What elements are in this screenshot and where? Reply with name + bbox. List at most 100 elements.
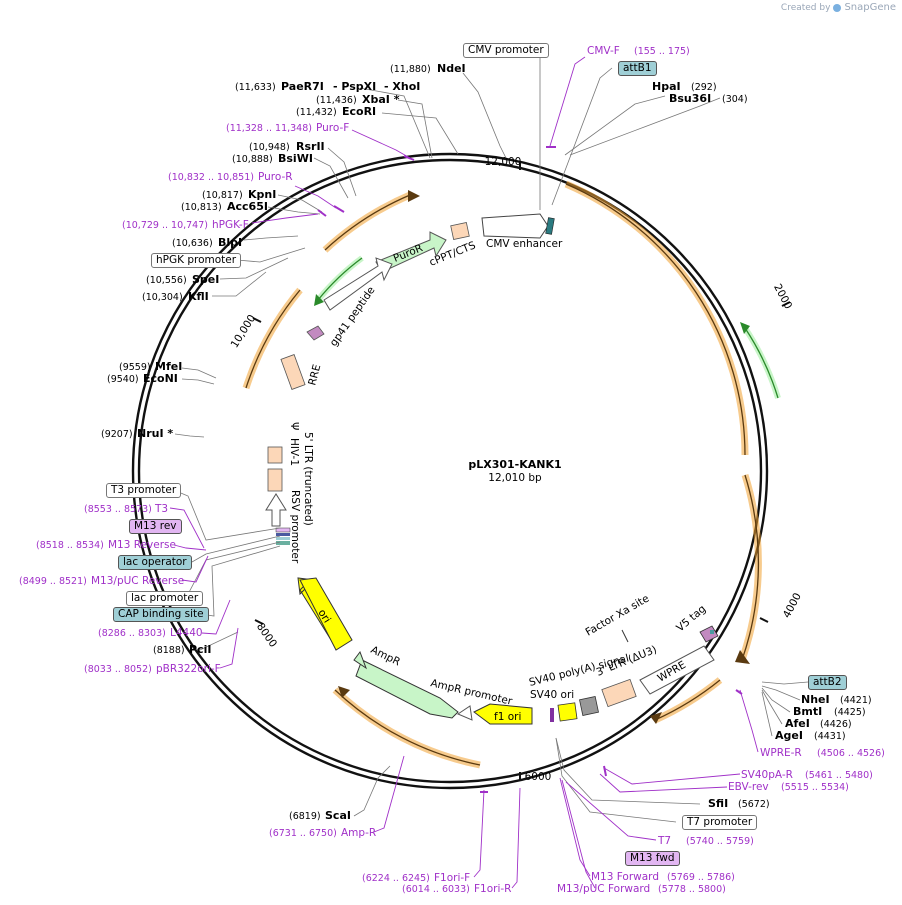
label-m13-rev: M13 rev: [129, 519, 182, 534]
label-lac-operator: lac operator: [118, 555, 192, 570]
enzyme-name-blpi: BlpI: [218, 236, 242, 249]
primer-pos-m13fwd: (5769 .. 5786): [667, 872, 735, 883]
primer-name-m13pucrev: M13/pUC Reverse: [91, 575, 184, 587]
enzyme-pos-mfei: (9559): [119, 362, 151, 373]
enzyme-name-afei: AfeI: [785, 717, 810, 730]
enzyme-name-kpni: KpnI: [248, 188, 276, 201]
enzyme-name-paer7i: PaeR7I: [281, 80, 324, 93]
enzyme-pos-acc65i: (10,813): [181, 202, 222, 213]
primer-pos-hpgkf: (10,729 .. 10,747): [122, 220, 208, 231]
enzyme-name-ecori: EcoRI: [342, 105, 376, 118]
enzyme-name-bsiwi: BsiWI: [278, 152, 313, 165]
enzyme-name-nhei: NheI: [801, 693, 830, 706]
enzyme-name-spei: SpeI: [192, 273, 219, 286]
primer-pos-sv40par: (5461 .. 5480): [805, 770, 873, 781]
feature-label-sv40-ori: SV40 ori: [530, 689, 574, 701]
primer-pos-m13pucrev: (8499 .. 8521): [19, 576, 87, 587]
label-attb1: attB1: [618, 61, 657, 76]
primer-pos-t7: (5740 .. 5759): [686, 836, 754, 847]
enzyme-name-xbai: XbaI *: [362, 93, 400, 106]
feature-label-v5tag: V5 tag: [674, 603, 708, 634]
enzyme-pos-ecori: (11,432): [296, 107, 337, 118]
primer-name-hpgkf: hPGK-F: [212, 219, 249, 231]
enzyme-pos-paer7i: (11,633): [235, 82, 276, 93]
label-t3-promoter: T3 promoter: [106, 483, 182, 498]
primer-pos-t3: (8553 .. 8573): [84, 504, 152, 515]
primer-pos-ampr: (6731 .. 6750): [269, 828, 337, 839]
primer-name-purof: Puro-F: [316, 122, 349, 134]
enzyme-labels: (11,880) NdeI (11,633) PaeR7I - PspXI - …: [101, 62, 872, 822]
primer-labels: CMV-F (155 .. 175) (11,328 .. 11,348) Pu…: [19, 45, 885, 895]
feature-label-hiv1: HIV-1: [288, 438, 300, 466]
tick-4000: 4000: [759, 591, 804, 623]
enzyme-name-hpai: HpaI: [652, 80, 681, 93]
primer-pos-f1orir: (6014 .. 6033): [402, 884, 470, 895]
svg-text:6000: 6000: [525, 771, 552, 783]
enzyme-name-pcii: PciI: [189, 643, 211, 656]
feature-factor-xa: Factor Xa site: [584, 592, 652, 643]
backbone-outer: [131, 152, 769, 790]
primer-name-ampr: Amp-R: [341, 827, 376, 839]
primer-pos-purof: (11,328 .. 11,348): [226, 123, 312, 134]
enzyme-name-agei: AgeI: [775, 729, 803, 742]
enzyme-pos-nrui: (9207): [101, 429, 133, 440]
primer-name-f1orir: F1ori-R: [474, 883, 511, 895]
primer-pos-cmvf: (155 .. 175): [634, 46, 690, 57]
svg-text:4000: 4000: [781, 591, 804, 620]
primer-name-m13rev: M13 Reverse: [108, 539, 176, 551]
feature-v5tag: V5 tag: [674, 603, 719, 643]
backbone-inner: [137, 158, 763, 784]
primer-pos-l4440: (8286 .. 8303): [98, 628, 166, 639]
primer-name-m13pucfwd: M13/pUC Forward: [557, 883, 650, 895]
feature-label-rre: RRE: [306, 363, 323, 387]
svg-text:10,000: 10,000: [229, 313, 259, 351]
enzyme-pos-blpi: (10,636): [172, 238, 213, 249]
tick-10000: 10,000: [229, 313, 262, 351]
feature-label-puror: PuroR: [392, 242, 425, 265]
primer-name-l4440: L4440: [170, 627, 203, 639]
snapgene-logo-icon: [833, 3, 842, 12]
feature-label-factor-xa: Factor Xa site: [584, 592, 652, 638]
enzyme-pos-pcii: (8188): [153, 645, 185, 656]
tick-12000: 12,000: [485, 156, 522, 170]
enzyme-name-ndei: NdeI: [437, 62, 466, 75]
primer-pos-m13rev: (8518 .. 8534): [36, 540, 104, 551]
snapgene-credit: Created by SnapGene: [781, 2, 896, 13]
feature-rsv-arrow: [265, 493, 291, 545]
primer-name-puror: Puro-R: [258, 171, 293, 183]
green-arcs: [314, 255, 781, 399]
primer-name-f1orif: F1ori-F: [434, 872, 470, 884]
enzyme-pos-econi: (9540): [107, 374, 139, 385]
enzyme-pos-agei: (4431): [814, 731, 846, 742]
orf-arc-top-left: [322, 191, 412, 253]
primer-name-sv40par: SV40pA-R: [741, 769, 793, 781]
feature-5ltr: Ψ HIV-1 5' LTR (truncated) RSV promoter: [267, 422, 314, 564]
primer-name-cmvf: CMV-F: [587, 45, 620, 57]
primer-name-wprer: WPRE-R: [760, 747, 802, 759]
enzyme-pos-hpai: (292): [691, 82, 717, 93]
primer-pos-pbr322: (8033 .. 8052): [84, 664, 152, 675]
enzyme-name-bsu36i: Bsu36I: [669, 92, 711, 105]
plasmid-size: 12,010 bp: [488, 472, 542, 484]
credit-prefix: Created by: [780, 2, 831, 13]
enzyme-name-econi: EcoNI: [143, 372, 178, 385]
enzyme-name-scai: ScaI: [325, 809, 351, 822]
enzyme-pos-ndei: (11,880): [390, 64, 431, 75]
enzyme-name-rsrii: RsrII: [296, 140, 325, 153]
label-m13-fwd: M13 fwd: [625, 851, 680, 866]
feature-ori: ori: [297, 577, 353, 651]
enzyme-name-kfli: KflI: [188, 290, 209, 303]
feature-label-ampr: AmpR: [369, 644, 402, 669]
enzyme-pos-sfii: (5672): [738, 799, 770, 810]
enzyme-pos-scai: (6819): [289, 811, 321, 822]
svg-text:12,000: 12,000: [485, 156, 522, 168]
enzyme-pos-kpni: (10,817): [202, 190, 243, 201]
enzyme-pos-kfli: (10,304): [142, 292, 183, 303]
enzyme-name-acc65i: Acc65I: [227, 200, 268, 213]
feature-label-cmv-enhancer: CMV enhancer: [486, 238, 563, 250]
enzyme-name-bmti: BmtI: [793, 705, 822, 718]
enzyme-pos-rsrii: (10,948): [249, 142, 290, 153]
enzyme-name-nrui: NruI *: [137, 427, 173, 440]
